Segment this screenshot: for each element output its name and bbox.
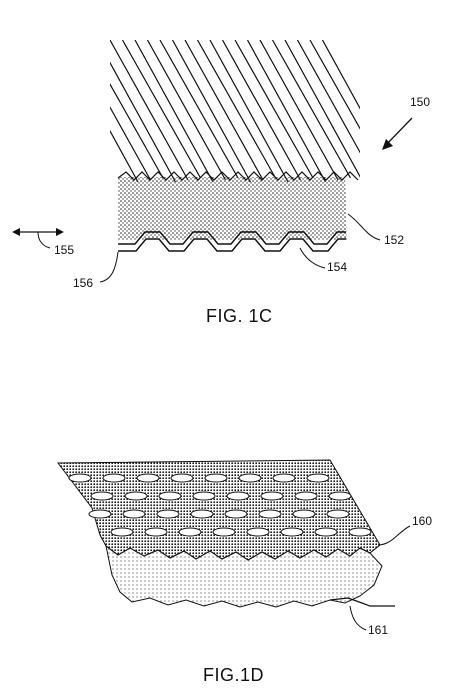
oval-fiber [102,473,126,483]
oval-fiber [326,509,350,519]
fiber-strand [59,40,139,183]
oval-fiber [314,527,338,537]
label-154: 154 [327,260,348,274]
fiber-strand [284,40,360,183]
oval-fiber [110,527,134,537]
oval-fiber [238,473,262,483]
caption-fig-1d: FIG.1D [203,665,265,685]
oval-fiber [124,491,148,501]
oval-fiber [348,527,372,537]
fiber-strand [171,40,252,183]
caption-fig-1c: FIG. 1C [206,306,273,326]
fiber-strand [71,40,152,181]
base-edge [329,597,395,607]
oval-fiber [204,473,228,483]
oval-fiber [280,527,304,537]
fiber-strand [159,40,239,179]
oval-fiber [90,491,114,501]
label-152: 152 [384,233,405,247]
fig-1d-drawing [57,459,411,631]
oval-fibers [68,473,372,537]
fiber-strand [134,40,214,183]
fiber-strand [109,40,189,181]
oval-fiber [212,527,236,537]
fiber-strand [221,40,302,181]
label-155: 155 [54,243,75,257]
leader-161 [349,605,367,631]
fiber-strand [246,40,327,183]
oval-fiber [122,509,146,519]
leader-154 [299,247,326,269]
label-150: 150 [410,95,431,109]
oval-fiber [170,473,194,483]
oval-fiber [306,473,330,483]
oval-fiber [292,509,316,519]
fiber-strand [321,40,360,183]
oval-fiber [158,491,182,501]
oriented-fibers [59,40,360,183]
dotted-layer [118,177,347,240]
oval-fiber [246,527,270,537]
corrugated-top-line [118,231,346,245]
corrugated-bottom-line [118,238,346,252]
direction-arrow [12,228,64,249]
label-156: 156 [73,276,94,290]
fiber-strand [259,40,339,181]
oval-fiber [192,491,216,501]
label-160: 160 [412,514,433,528]
fiber-strand [296,40,360,181]
fiber-strand [184,40,264,181]
fiber-strand [234,40,314,179]
assembly-arrow [382,117,413,150]
label-161: 161 [368,623,389,637]
fiber-strand [209,40,289,183]
fiber-strand [146,40,227,181]
oval-fiber [272,473,296,483]
fiber-strand [121,40,202,179]
oval-fiber [156,509,180,519]
oval-fiber [258,509,282,519]
oval-fiber [294,491,318,501]
oval-fiber [224,509,248,519]
oval-fiber [136,473,160,483]
oval-fiber [328,491,352,501]
oval-fiber [68,473,92,483]
oval-fiber [88,509,112,519]
leader-152 [347,213,381,241]
fig-1c-drawing [12,40,413,283]
fiber-strand [309,40,360,179]
oval-fiber [144,527,168,537]
fiber-tips [117,171,359,181]
oval-fiber [226,491,250,501]
speckled-lower-layer [105,544,383,608]
fiber-strand [271,40,352,179]
oval-fiber [190,509,214,519]
oval-fiber [178,527,202,537]
fiber-strand [196,40,277,179]
leader-156 [99,251,119,283]
oval-fiber [260,491,284,501]
leader-160 [377,525,411,546]
fiber-strand [96,40,177,183]
